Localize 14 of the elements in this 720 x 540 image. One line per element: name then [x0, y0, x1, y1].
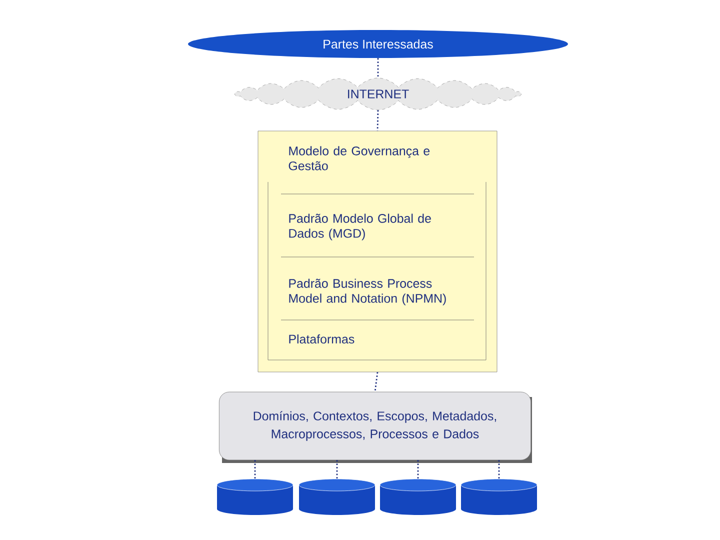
connector-line — [417, 460, 419, 479]
section-frame: Padrão Modelo Global de Dados (MGD) Padrão Business Process Model and Notation (NPMN) Plataformas — [268, 182, 486, 360]
connector-line — [374, 372, 378, 392]
connector-line — [376, 110, 379, 131]
database-cylinder — [380, 478, 456, 515]
database-cylinder — [216, 478, 294, 515]
connector-line — [254, 460, 256, 479]
ellipse-banner: Partes Interessadas — [188, 30, 568, 58]
connector-line — [498, 460, 500, 479]
connector-line — [377, 58, 379, 78]
rounded-box: Domínios, Contextos, Escopos, Metadados, Macroprocessos, Processos e Dados — [218, 392, 532, 463]
database-cylinder — [460, 478, 538, 515]
connector-line — [336, 460, 338, 479]
database-cylinder — [298, 478, 376, 515]
